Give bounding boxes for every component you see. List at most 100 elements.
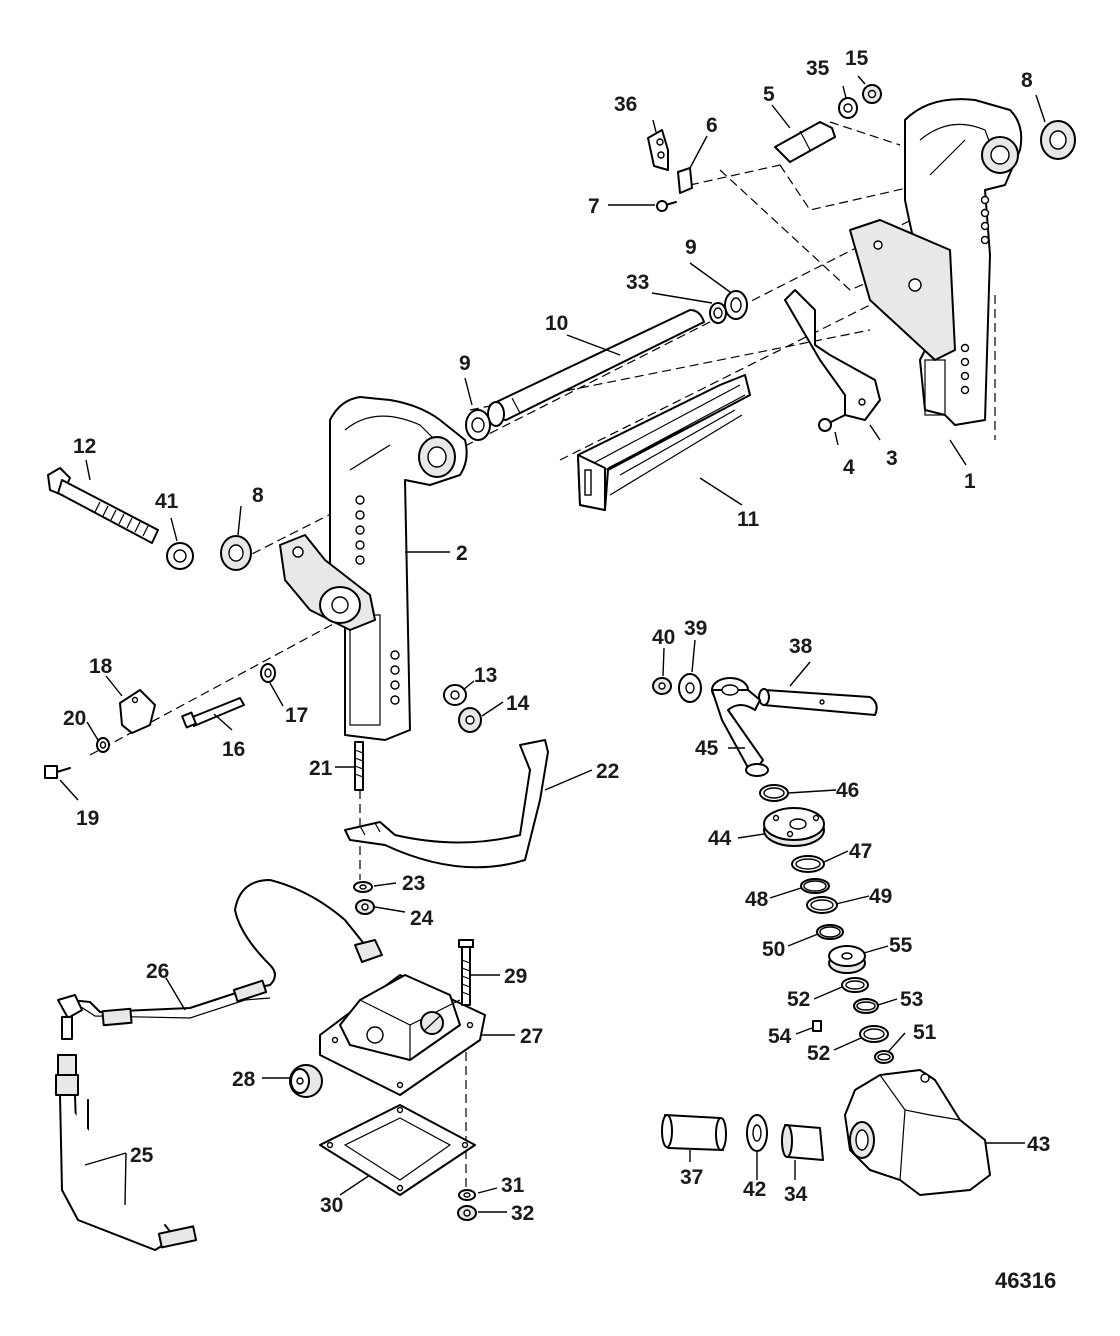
o-ring-47 — [791, 855, 825, 873]
callout-leader-lines — [59, 75, 1046, 1213]
mounting-stud — [354, 741, 364, 791]
plug-fitting — [828, 945, 866, 974]
callout-35: 35 — [806, 57, 830, 80]
callout-44: 44 — [708, 827, 732, 850]
pivot-pin — [774, 121, 836, 163]
callout-47: 47 — [849, 840, 872, 863]
right-transom-bracket — [849, 98, 1023, 426]
callout-48: 48 — [745, 888, 769, 911]
tilt-tube-nut-right — [1040, 120, 1076, 160]
bracket-adjustment-holes — [960, 195, 990, 395]
cover-bolt — [458, 939, 474, 1006]
callout-16: 16 — [222, 738, 245, 761]
callout-45: 45 — [695, 737, 719, 760]
callout-30: 30 — [320, 1194, 343, 1217]
tilt-tube — [487, 309, 705, 427]
backup-ring-48 — [800, 878, 830, 894]
callout-40: 40 — [652, 626, 675, 649]
cover-washer-small — [458, 1189, 476, 1201]
cover-nut — [457, 1205, 477, 1221]
seal-washer — [678, 673, 702, 703]
callout-5: 5 — [763, 83, 775, 106]
callout-7: 7 — [588, 195, 600, 218]
callout-12: 12 — [73, 435, 96, 458]
bracket-spacer — [577, 374, 751, 511]
clamp-bolt — [47, 467, 159, 544]
callout-numbers: 1 2 3 4 5 6 7 8 8 9 9 10 11 12 13 14 15 … — [63, 47, 1050, 1225]
o-ring-51 — [874, 1050, 894, 1064]
flange — [763, 807, 825, 847]
callout-43: 43 — [1027, 1133, 1050, 1156]
callout-36: 36 — [614, 93, 637, 116]
sleeve — [661, 1114, 727, 1151]
backup-ring-53 — [853, 998, 879, 1014]
stop-washer — [260, 663, 276, 683]
left-bracket-adjustment-holes — [355, 495, 400, 705]
tube-washer-left — [465, 409, 491, 441]
callout-6: 6 — [706, 114, 718, 137]
cap-nut — [652, 677, 672, 695]
support-strap — [344, 739, 549, 869]
callout-29: 29 — [504, 965, 527, 988]
swivel-pin — [758, 688, 878, 716]
callout-26: 26 — [146, 960, 169, 983]
bracket-locknut — [458, 707, 482, 733]
cover-washer — [96, 737, 110, 753]
figure-number: 46316 — [995, 1268, 1056, 1293]
callout-24: 24 — [410, 907, 434, 930]
callout-8-upper: 8 — [1021, 69, 1033, 92]
callout-19: 19 — [76, 807, 99, 830]
strap-washer — [353, 881, 373, 893]
o-ring-49 — [806, 896, 838, 914]
callout-51: 51 — [913, 1021, 937, 1044]
tube-bushing — [709, 302, 727, 324]
callout-37: 37 — [680, 1166, 703, 1189]
plate-screw — [818, 414, 846, 432]
callout-28: 28 — [232, 1068, 256, 1091]
callout-3: 3 — [886, 447, 898, 470]
callout-38: 38 — [789, 635, 813, 658]
small-plug — [812, 1020, 822, 1032]
upper-hose-assembly — [57, 879, 383, 1040]
callout-15: 15 — [845, 47, 869, 70]
tilt-tube-nut-left — [220, 535, 252, 571]
cover-plate — [119, 689, 156, 734]
lower-hose-assembly — [55, 1054, 198, 1251]
small-washer — [838, 97, 858, 119]
o-ring-52-upper — [841, 977, 869, 993]
o-ring-46 — [759, 784, 789, 802]
small-screw — [656, 200, 677, 212]
strap-nut — [355, 899, 375, 915]
small-nut — [862, 84, 882, 104]
callout-52-lower: 52 — [807, 1042, 830, 1065]
callout-34: 34 — [784, 1183, 808, 1206]
callout-14: 14 — [506, 692, 530, 715]
callout-32: 32 — [511, 1202, 534, 1225]
bracket-washer — [443, 684, 467, 706]
stop-bolt — [181, 697, 245, 729]
callout-10: 10 — [545, 312, 568, 335]
cover-gasket — [319, 1104, 476, 1196]
left-transom-bracket — [279, 396, 468, 741]
callout-46: 46 — [836, 779, 859, 802]
callout-33: 33 — [626, 271, 649, 294]
callout-52-upper: 52 — [787, 988, 810, 1011]
sleeve-bushing — [781, 1124, 824, 1161]
small-bracket — [677, 167, 693, 194]
grommet — [289, 1064, 323, 1098]
callout-41: 41 — [155, 490, 179, 513]
callout-53: 53 — [900, 988, 923, 1011]
callout-22: 22 — [596, 760, 619, 783]
callout-27: 27 — [520, 1025, 543, 1048]
o-ring-52-lower — [859, 1025, 889, 1043]
callout-9-lower: 9 — [459, 352, 471, 375]
cover-screw — [44, 765, 71, 779]
callout-23: 23 — [402, 872, 425, 895]
clamp-washer — [166, 542, 194, 570]
callout-13: 13 — [474, 664, 497, 687]
callout-50: 50 — [762, 938, 785, 961]
callout-25: 25 — [130, 1144, 154, 1167]
swivel-housing — [844, 1069, 991, 1196]
callout-8-lower: 8 — [252, 484, 264, 507]
callout-4: 4 — [843, 456, 855, 479]
